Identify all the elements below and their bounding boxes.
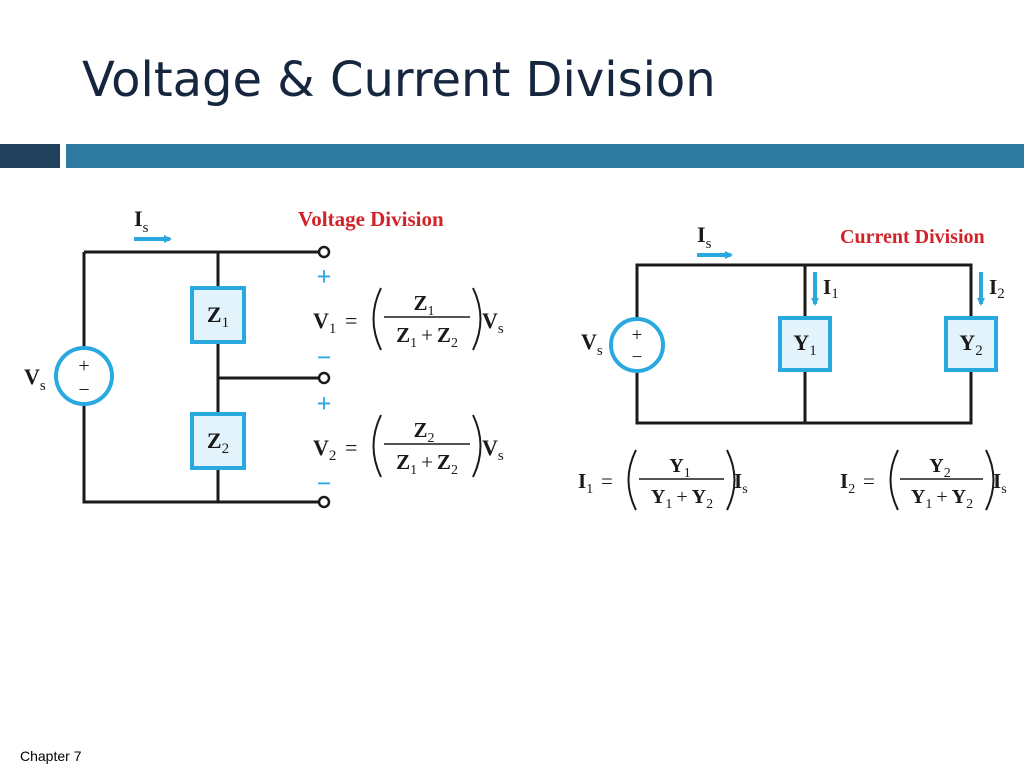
vd-voltage-source — [54, 346, 114, 406]
svg-text:Y1: Y1 — [669, 455, 690, 481]
vd-v2-minus: − — [317, 469, 332, 498]
current-division-heading: Current Division — [840, 226, 985, 248]
cd-voltage-source — [609, 317, 665, 373]
vd-terminal-mid — [317, 371, 331, 385]
svg-text:Y1+Y2: Y1+Y2 — [911, 486, 973, 512]
i1-equation: I1 = Y1 Y1+Y2 Is — [578, 449, 748, 512]
vd-terminal-top — [317, 245, 331, 259]
svg-text:Vs: Vs — [482, 308, 504, 337]
z1-impedance-box — [190, 286, 246, 344]
z2-impedance-box — [190, 412, 246, 470]
vd-terminal-bottom — [317, 495, 331, 509]
vd-source-label: Vs — [24, 364, 46, 394]
svg-text:I1: I1 — [578, 469, 593, 497]
voltage-division-heading: Voltage Division — [298, 207, 444, 231]
cd-current-label: Is — [697, 222, 712, 252]
title-bar — [66, 144, 1024, 168]
i2-equation: I2 = Y2 Y1+Y2 Is — [840, 449, 1007, 512]
slide-title: Voltage & Current Division — [82, 52, 716, 108]
vd-source-minus: − — [78, 379, 89, 401]
svg-text:=: = — [863, 469, 875, 493]
cd-source-label: Vs — [581, 329, 603, 359]
svg-text:Is: Is — [993, 469, 1007, 497]
svg-text:Is: Is — [734, 469, 748, 497]
vd-v1-minus: − — [317, 343, 332, 372]
svg-text:Z1+Z2: Z1+Z2 — [396, 323, 458, 351]
current-division-circuit: Current Division Is + − Vs I1 I2 Y1 Y2 I… — [578, 222, 1007, 512]
svg-text:Z2: Z2 — [413, 418, 434, 446]
cd-branch1-label: I1 — [823, 275, 839, 302]
y1-label: Y1 — [793, 330, 816, 359]
y2-label: Y2 — [959, 330, 982, 359]
svg-text:=: = — [345, 308, 357, 333]
cd-source-minus: − — [632, 347, 643, 368]
vd-wires — [82, 250, 318, 504]
z2-label: Z2 — [207, 428, 229, 457]
svg-text:Y2: Y2 — [929, 455, 950, 481]
vd-v1-plus: + — [317, 262, 332, 291]
svg-text:V2: V2 — [313, 435, 336, 464]
vd-source-plus: + — [78, 355, 89, 377]
svg-text:V1: V1 — [313, 308, 336, 337]
svg-text:Z1: Z1 — [413, 291, 434, 319]
cd-branch2-label: I2 — [989, 275, 1005, 302]
vd-v2-plus: + — [317, 389, 332, 418]
y2-admittance-box — [944, 316, 998, 372]
cd-source-plus: + — [632, 325, 643, 346]
v2-equation: V2 = Z2 Z1+Z2 Vs — [313, 414, 504, 478]
slide-footer: Chapter 7 — [20, 748, 82, 764]
title-bar-accent — [0, 144, 60, 168]
svg-text:Vs: Vs — [482, 435, 504, 464]
svg-text:Y1+Y2: Y1+Y2 — [651, 486, 713, 512]
svg-text:Z1+Z2: Z1+Z2 — [396, 450, 458, 478]
svg-text:=: = — [601, 469, 613, 493]
z1-label: Z1 — [207, 302, 229, 331]
v1-equation: V1 = Z1 Z1+Z2 Vs — [313, 287, 504, 351]
vd-current-label: Is — [134, 206, 149, 236]
y1-admittance-box — [778, 316, 832, 372]
svg-text:I2: I2 — [840, 469, 855, 497]
svg-text:=: = — [345, 435, 357, 460]
cd-wires — [635, 263, 973, 425]
voltage-division-circuit: Voltage Division Is + − Vs Z1 Z2 + — [24, 206, 504, 509]
